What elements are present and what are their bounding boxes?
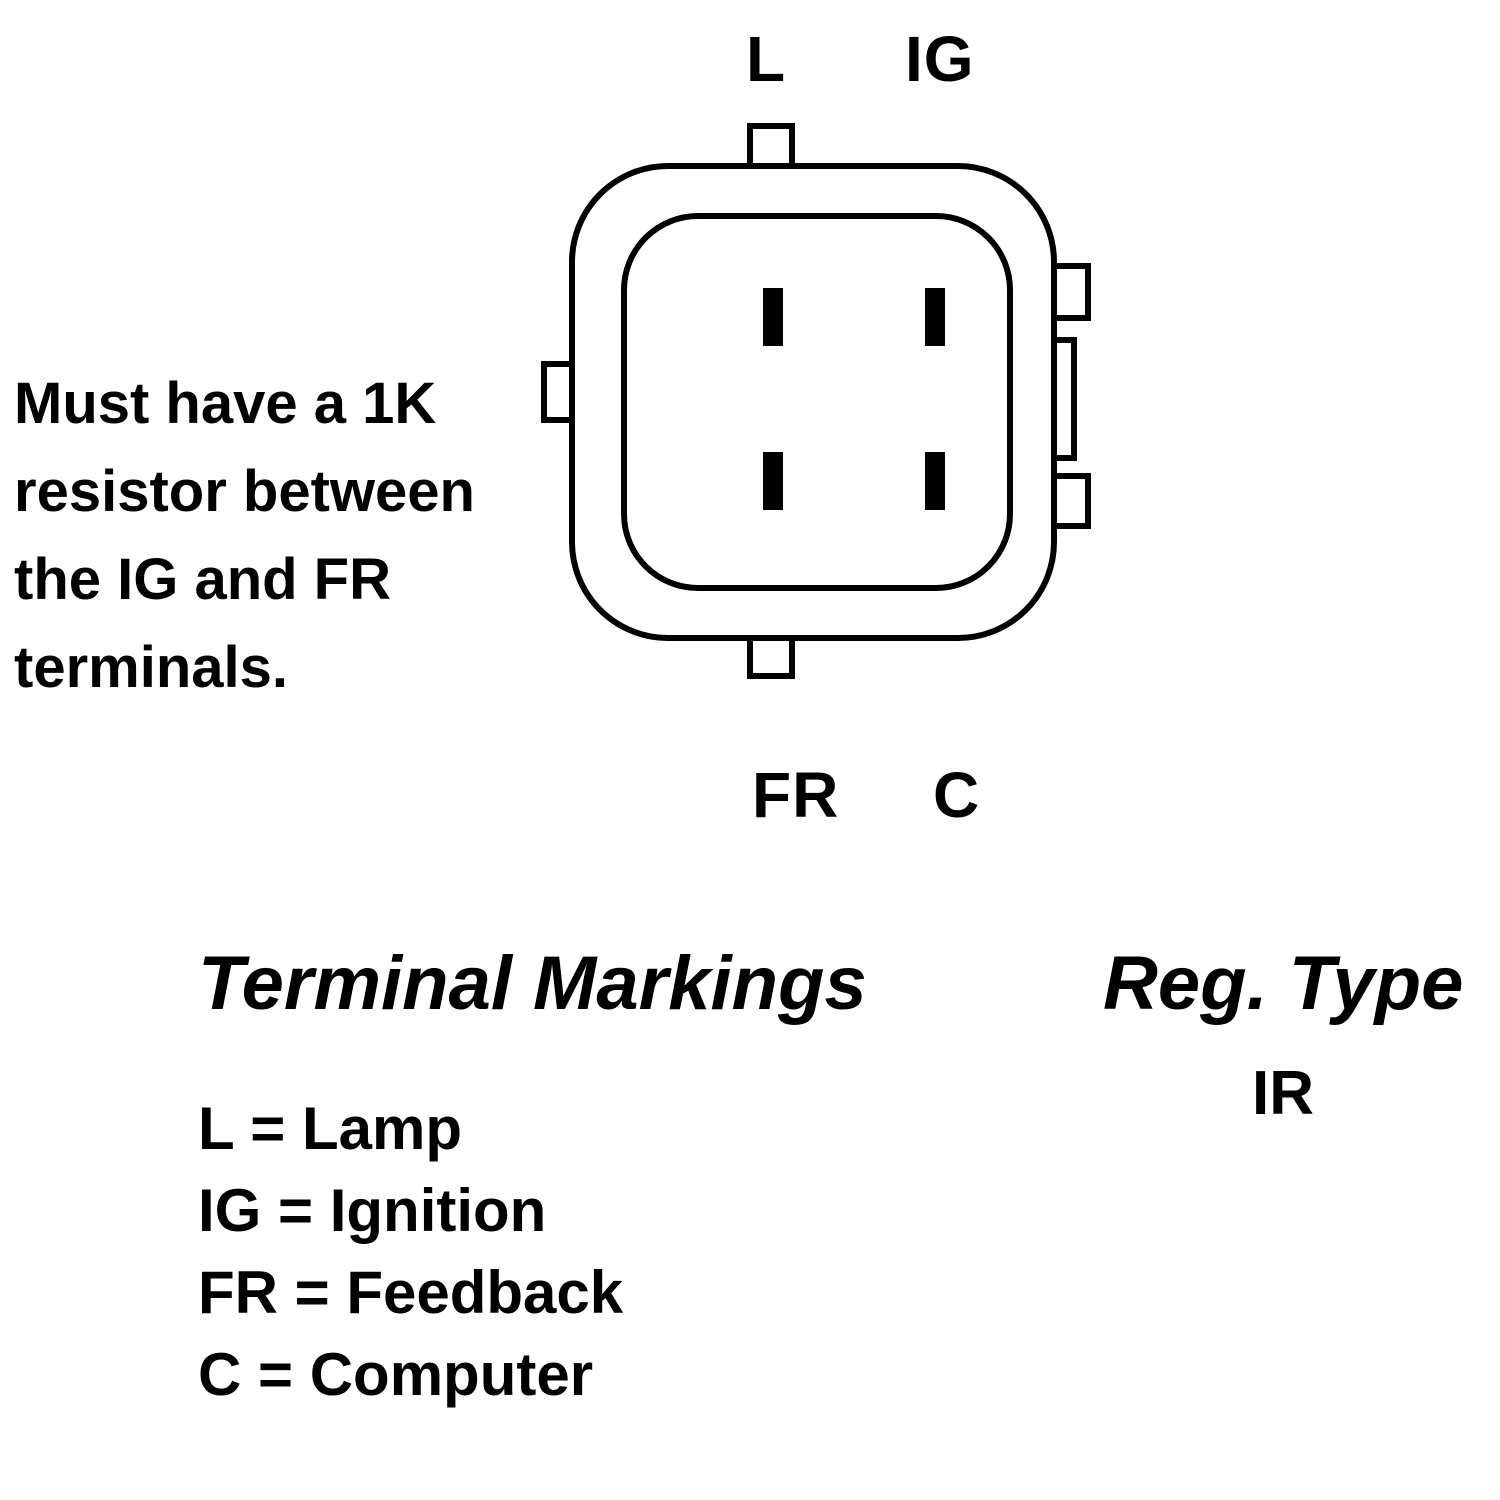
pin-label-fr: FR (752, 759, 840, 831)
resistor-note-line-1: Must have a 1K (14, 371, 437, 436)
resistor-note-line-2: resistor between (14, 459, 475, 524)
legend-item-lamp: L = Lamp (198, 1095, 462, 1162)
connector-diagram (541, 123, 1091, 679)
connector-inner-shell (621, 213, 1013, 591)
legend-item-ignition: IG = Ignition (198, 1177, 547, 1244)
resistor-note-line-4: terminals. (14, 635, 288, 700)
resistor-note-line-3: the IG and FR (14, 547, 391, 612)
connector-pin-fr (763, 452, 783, 510)
pin-label-l: L (746, 23, 787, 95)
terminal-markings-title: Terminal Markings (198, 941, 867, 1026)
terminal-legend: L = Lamp IG = Ignition FR = Feedback C =… (198, 1088, 623, 1416)
legend-item-feedback: FR = Feedback (198, 1259, 624, 1326)
pin-label-c: C (933, 759, 981, 831)
connector-pin-c (925, 452, 945, 510)
reg-type-value: IR (1252, 1059, 1314, 1128)
connector-pin-ig (925, 288, 945, 346)
legend-item-computer: C = Computer (198, 1341, 594, 1408)
connector-pin-l (763, 288, 783, 346)
reg-type-title: Reg. Type (1103, 941, 1464, 1026)
resistor-note: Must have a 1K resistor between the IG a… (14, 360, 475, 712)
pin-label-ig: IG (905, 23, 975, 95)
